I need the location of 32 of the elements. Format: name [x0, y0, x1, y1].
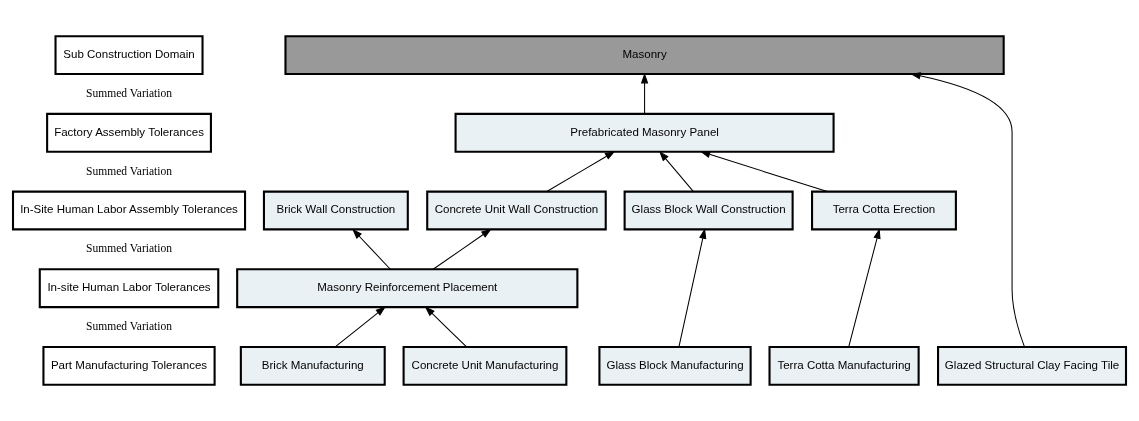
node-box: Masonry	[284, 35, 1005, 76]
arrow	[659, 150, 694, 193]
node-box: Part Manufacturing Tolerances	[42, 345, 216, 386]
label: Summed Variation	[86, 86, 172, 99]
arrow	[546, 151, 616, 193]
node-box: Brick Wall Construction	[262, 190, 409, 231]
node-box: In-site Human Labor Tolerances	[38, 268, 220, 309]
label: Summed Variation	[86, 319, 172, 332]
node-box: Concrete Unit Manufacturing	[402, 345, 568, 386]
node-box: In-Site Human Labor Assembly Tolerances	[11, 190, 247, 231]
arrow	[352, 228, 391, 270]
arrow	[334, 306, 386, 348]
arrow	[640, 72, 649, 115]
node-box: Sub Construction Domain	[54, 35, 204, 76]
node-box: Terra Cotta Manufacturing	[768, 345, 920, 386]
node-box: Glazed Structural Clay Facing Tile	[937, 345, 1128, 386]
label: Summed Variation	[86, 242, 172, 255]
node-box: Terra Cotta Erection	[811, 190, 957, 231]
arrow	[699, 150, 828, 193]
arrow	[678, 228, 707, 348]
arrow	[432, 228, 492, 270]
node-box: Prefabricated Masonry Panel	[454, 112, 835, 153]
node-box: Masonry Reinforcement Placement	[236, 268, 579, 309]
node-box: Factory Assembly Tolerances	[46, 112, 212, 153]
node-box: Concrete Unit Wall Construction	[426, 190, 607, 231]
arrow	[910, 72, 1025, 348]
node-box: Glass Block Manufacturing	[598, 345, 752, 386]
label: Summed Variation	[86, 164, 172, 177]
arrow	[424, 306, 468, 348]
node-box: Brick Manufacturing	[239, 345, 386, 386]
node-box: Glass Block Wall Construction	[623, 190, 794, 231]
arrow	[848, 228, 881, 348]
